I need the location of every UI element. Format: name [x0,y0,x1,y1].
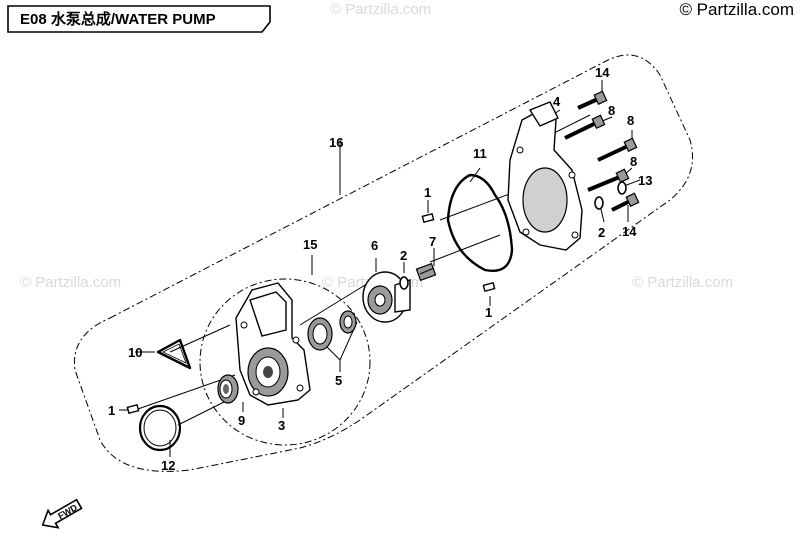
part-6-impeller [362,271,411,323]
part-7-nut [415,262,437,282]
callout-16: 16 [329,135,343,150]
part-14-bolt-top [577,90,608,110]
callout-1-left: 1 [108,403,115,418]
callout-9: 9 [238,413,245,428]
part-2-washer-center [399,276,409,290]
assembly-15-outline [199,278,371,446]
callout-7: 7 [429,234,436,249]
part-4-pump-cover [507,101,583,251]
part-8-bolt-1 [564,114,606,140]
callout-2-center: 2 [400,248,407,263]
part-8-bolt-2 [597,137,638,162]
callout-13: 13 [638,173,652,188]
callout-labels: 16 15 14 4 8 8 8 13 14 2 11 1 7 2 6 1 5 … [108,65,652,473]
callout-12: 12 [161,458,175,473]
callout-1-bottom: 1 [485,305,492,320]
callout-14-bottom: 14 [622,224,637,239]
part-14-bolt-bottom [611,192,640,212]
diagram-title: E08 水泵总成/WATER PUMP [20,10,216,28]
callout-15: 15 [303,237,317,252]
part-5-seal-large [307,317,333,351]
part-10-triangle-seal [156,338,192,370]
callout-4: 4 [553,94,561,109]
part-13-washer [617,181,627,195]
callout-8-b: 8 [627,113,634,128]
part-2-washer-right [594,196,604,210]
forward-arrow-icon: FWD [41,498,83,529]
assembly-16-outline [73,54,693,472]
part-1-dowel-pin-bottom [482,281,496,293]
leader-lines [119,80,641,457]
part-5-seal-small [339,310,357,334]
callout-11: 11 [473,146,487,161]
watermark-top: © Partzilla.com [330,1,431,18]
part-3-pump-body [235,282,311,406]
watermark-right: © Partzilla.com [632,274,733,291]
part-8-bolt-3 [587,168,630,192]
callout-6: 6 [371,238,378,253]
part-12-o-ring [138,404,182,452]
part-9-bearing [217,374,239,404]
callout-14-top: 14 [595,65,610,80]
callout-8-c: 8 [630,154,637,169]
callout-1-top: 1 [424,185,431,200]
part-11-gasket [446,173,514,272]
part-1-dowel-pin-top [421,212,435,224]
watermark-left: © Partzilla.com [20,274,121,291]
part-1-dowel-pin-left [126,403,140,415]
title-box: E08 水泵总成/WATER PUMP [7,5,271,33]
callout-8-a: 8 [608,103,615,118]
callout-3: 3 [278,418,285,433]
callout-2-right: 2 [598,225,605,240]
copyright-text: © Partzilla.com [679,0,794,19]
callout-5: 5 [335,373,342,388]
callout-10: 10 [128,345,142,360]
